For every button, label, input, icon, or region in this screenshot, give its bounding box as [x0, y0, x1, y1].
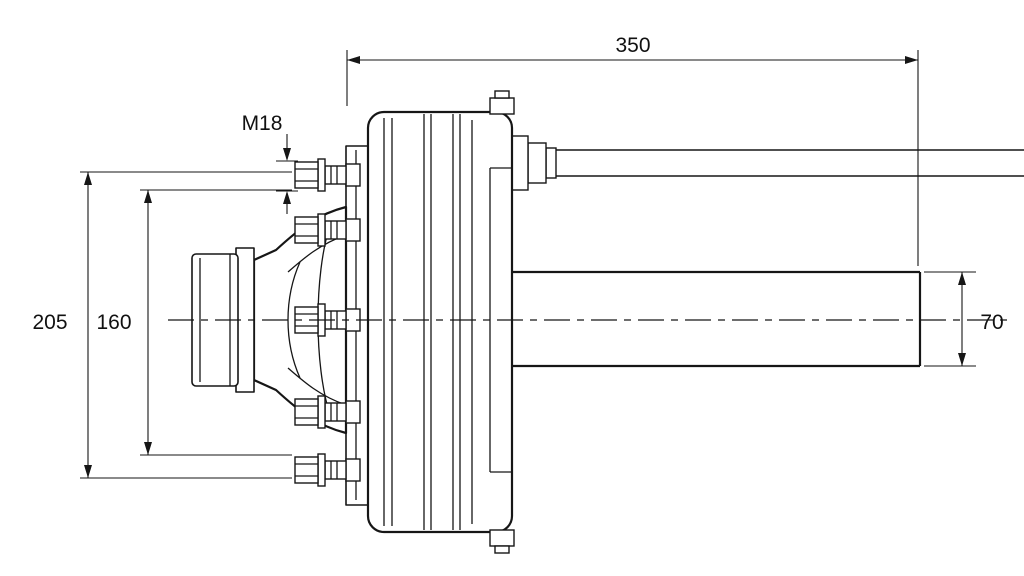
- dimension-70: 70: [924, 271, 1004, 367]
- drum-body: [366, 110, 514, 534]
- axle-beam: [512, 270, 922, 368]
- axle-tube: [511, 135, 1024, 191]
- brake-drum: [345, 90, 515, 554]
- drum-bottom-screw: [494, 545, 510, 554]
- drum-bottom-lug: [489, 529, 515, 547]
- dimension-160: 160: [96, 189, 292, 456]
- wheel-stud: [294, 453, 361, 487]
- dimension-m18-label: M18: [242, 112, 283, 135]
- dust-cap: [511, 135, 529, 191]
- dimension-160-label: 160: [96, 311, 131, 334]
- drum-top-screw: [494, 90, 510, 99]
- dimension-205-label: 205: [32, 311, 67, 334]
- dimension-m18: M18: [242, 112, 298, 214]
- dimension-350-label: 350: [615, 34, 650, 57]
- dimension-350: 350: [346, 34, 919, 266]
- dimension-205: 205: [32, 171, 292, 479]
- wheel-stud: [294, 158, 361, 192]
- dimension-70-label: 70: [980, 311, 1003, 334]
- drum-top-lug: [489, 97, 515, 115]
- bearing-collar: [527, 142, 547, 184]
- spindle-step: [545, 147, 557, 179]
